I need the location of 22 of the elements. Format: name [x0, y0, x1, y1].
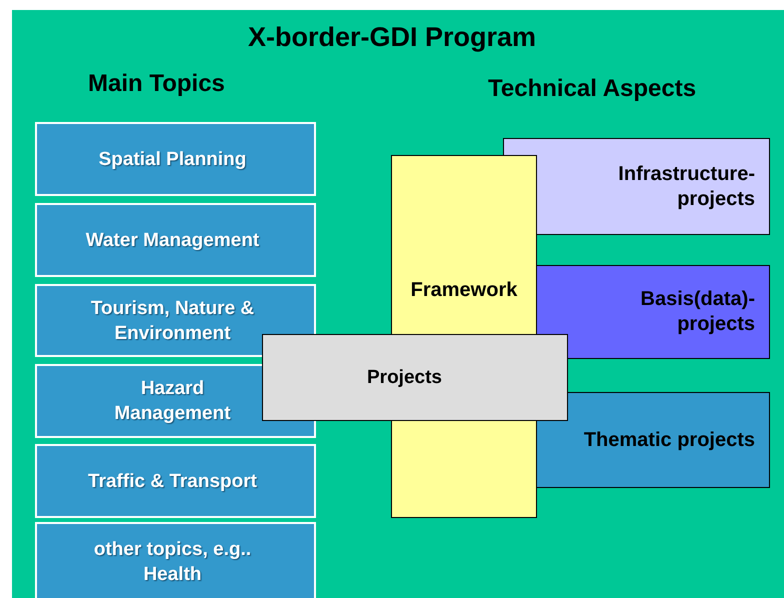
- topic-box: [35, 203, 316, 277]
- topic-box: [35, 284, 316, 357]
- box-label: Tourism, Nature & Environment: [90, 296, 256, 346]
- projects-box: [262, 334, 568, 421]
- topic-box: [35, 522, 316, 598]
- box-label: Water Management: [86, 228, 260, 252]
- box-label: Projects: [367, 366, 442, 390]
- box-label: other topics, e.g.. Health: [92, 538, 252, 587]
- project-box: [536, 265, 770, 359]
- box-label: Traffic & Transport: [88, 470, 257, 494]
- box-label: Framework: [410, 278, 518, 303]
- box-label: Spatial Planning: [98, 148, 246, 172]
- box-label: Infrastructure-projects: [617, 162, 755, 212]
- box-label: Hazard Management: [113, 377, 232, 426]
- column-heading: Main Topics: [88, 70, 225, 98]
- topic-box: [35, 122, 316, 196]
- box-label: Thematic projects: [584, 428, 755, 452]
- column-heading: Technical Aspects: [488, 75, 696, 103]
- title: X-border-GDI Program: [246, 22, 538, 53]
- topic-box: [35, 444, 316, 518]
- project-box: [536, 392, 770, 488]
- box-label: Basis(data)-projects: [640, 287, 755, 337]
